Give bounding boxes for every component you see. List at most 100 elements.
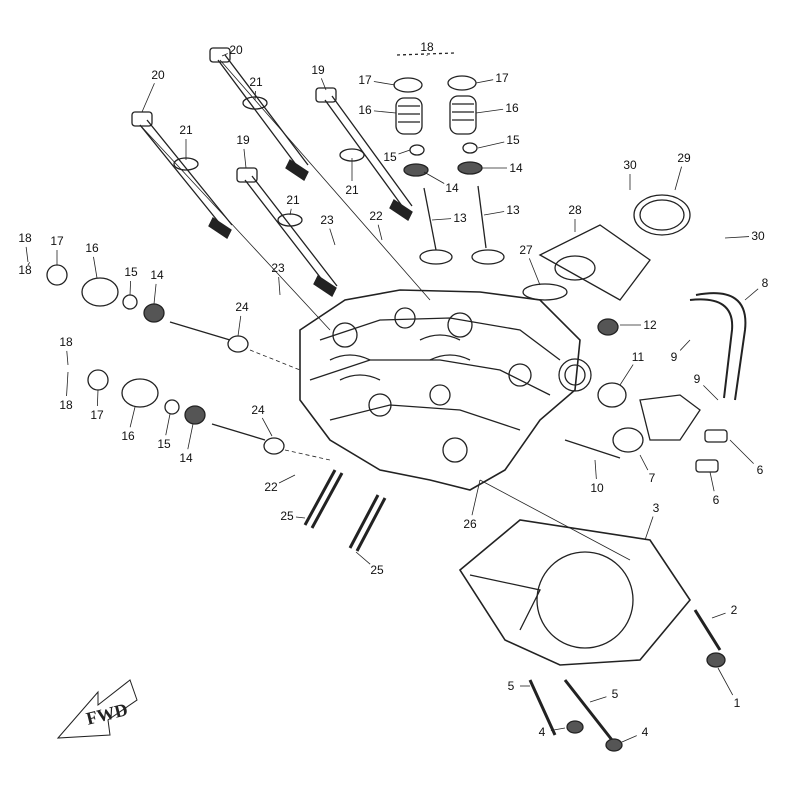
leader-line	[153, 283, 157, 305]
intake-parts	[522, 194, 747, 473]
leader-line	[243, 148, 247, 169]
leader-line	[237, 315, 242, 337]
callout-14: 14	[445, 181, 459, 195]
callout-30: 30	[623, 158, 637, 172]
callout-4: 4	[538, 725, 546, 739]
callout-17: 17	[90, 408, 104, 422]
callout-14: 14	[509, 161, 523, 175]
leader-line	[25, 246, 29, 263]
leader-line	[528, 258, 541, 286]
leader-line	[619, 364, 634, 386]
leader-line	[66, 371, 69, 397]
leader-line	[289, 208, 292, 216]
leader-line	[644, 516, 654, 541]
leader-line	[355, 551, 371, 565]
callout-17: 17	[495, 71, 509, 85]
callout-23: 23	[320, 213, 334, 227]
callout-25: 25	[280, 509, 294, 523]
leader-line	[373, 81, 396, 86]
callout-24: 24	[251, 403, 265, 417]
callout-6: 6	[756, 463, 764, 477]
callout-20: 20	[229, 43, 243, 57]
leader-line	[278, 276, 281, 296]
valve-train-left	[46, 264, 331, 461]
callout-14: 14	[150, 268, 164, 282]
callout-22: 22	[369, 209, 383, 223]
callout-21: 21	[345, 183, 359, 197]
callout-21: 21	[249, 75, 263, 89]
leader-line	[717, 667, 734, 696]
leader-line	[377, 224, 383, 241]
studs	[303, 469, 726, 752]
callout-23: 23	[271, 261, 285, 275]
leader-line	[594, 459, 597, 480]
callout-11: 11	[631, 350, 645, 364]
callout-18: 18	[420, 40, 434, 54]
leader-line	[711, 612, 726, 619]
callout-28: 28	[568, 203, 582, 217]
callout-18: 18	[59, 398, 73, 412]
leader-line	[329, 228, 336, 246]
leader-line	[589, 696, 607, 703]
callout-18: 18	[18, 231, 32, 245]
leader-line	[295, 516, 306, 519]
callout-13: 13	[453, 211, 467, 225]
leader-line	[66, 350, 69, 366]
leader-line	[398, 149, 411, 155]
callout-14: 14	[179, 451, 193, 465]
callout-15: 15	[506, 133, 520, 147]
callout-21: 21	[286, 193, 300, 207]
leader-line	[373, 110, 397, 114]
callout-20: 20	[151, 68, 165, 82]
cylinder-head	[299, 289, 592, 491]
leader-line	[729, 439, 754, 464]
leader-line	[431, 218, 452, 221]
callout-25: 25	[370, 563, 384, 577]
leader-line	[639, 454, 649, 471]
leader-line	[475, 108, 504, 114]
callout-19: 19	[311, 63, 325, 77]
callout-9: 9	[693, 372, 701, 386]
callout-8: 8	[761, 276, 769, 290]
leader-line	[679, 339, 691, 351]
callout-21: 21	[179, 123, 193, 137]
callout-19: 19	[236, 133, 250, 147]
callout-15: 15	[157, 437, 171, 451]
leader-line	[261, 417, 273, 437]
callout-16: 16	[85, 241, 99, 255]
callout-18: 18	[59, 335, 73, 349]
callout-15: 15	[124, 265, 138, 279]
callout-13: 13	[506, 203, 520, 217]
callout-16: 16	[358, 103, 372, 117]
callout-17: 17	[50, 234, 64, 248]
callout-22: 22	[264, 480, 278, 494]
callout-3: 3	[652, 501, 660, 515]
leader-line	[141, 83, 155, 113]
callout-2: 2	[730, 603, 738, 617]
callout-7: 7	[648, 471, 656, 485]
callout-1: 1	[733, 696, 741, 710]
leader-line	[477, 141, 505, 149]
leader-line	[254, 90, 256, 101]
callout-6: 6	[712, 493, 720, 507]
leader-line	[724, 236, 750, 239]
callout-10: 10	[590, 481, 604, 495]
head-bolts	[131, 47, 431, 331]
callout-16: 16	[505, 101, 519, 115]
callout-5: 5	[611, 687, 619, 701]
leader-line	[129, 280, 132, 296]
leader-line	[471, 479, 481, 516]
leader-line	[550, 727, 566, 731]
leader-line	[320, 78, 327, 91]
leader-line	[709, 471, 715, 492]
callout-16: 16	[121, 429, 135, 443]
leader-line	[278, 474, 296, 484]
leader-line	[96, 389, 99, 407]
callout-26: 26	[463, 517, 477, 531]
callout-15: 15	[383, 150, 397, 164]
callout-4: 4	[641, 725, 649, 739]
callout-9: 9	[670, 350, 678, 364]
leader-line	[483, 211, 505, 216]
valve-train-top	[393, 52, 505, 265]
